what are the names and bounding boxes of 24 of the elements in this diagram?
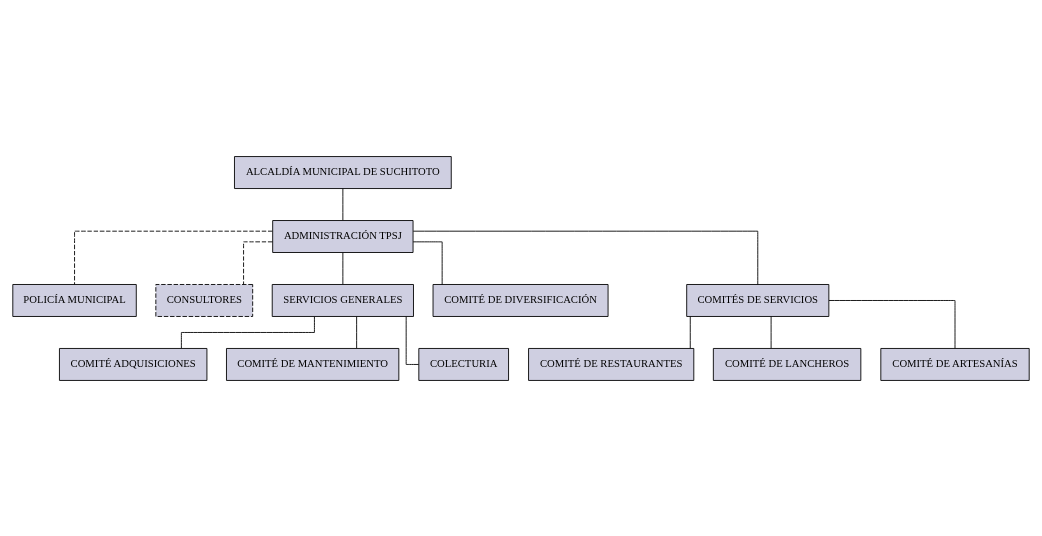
connector [412, 230, 759, 285]
node-box: COMITÉ DE RESTAURANTES [528, 347, 695, 381]
connector [342, 187, 344, 221]
connector [689, 315, 691, 349]
connector [342, 251, 344, 285]
connector [412, 240, 443, 285]
connector [243, 240, 273, 285]
connector [74, 230, 273, 285]
node-box: COMITÉ DE DIVERSIFICACIÓN [432, 283, 609, 317]
node-box: COMITÉ DE LANCHEROS [712, 347, 862, 381]
node-box: POLICÍA MUNICIPAL [12, 283, 137, 317]
node-box: COMITÉ DE MANTENIMIENTO [226, 347, 400, 381]
node-box: COLECTURIA [418, 347, 509, 381]
connector [828, 299, 956, 349]
node-box: COMITÉ ADQUISICIONES [59, 347, 208, 381]
node-box: SERVICIOS GENERALES [271, 283, 414, 317]
node-box: ADMINISTRACIÓN TPSJ [272, 219, 414, 253]
connector [180, 315, 315, 349]
connector [770, 315, 772, 349]
node-box: ALCALDÍA MUNICIPAL DE SUCHITOTO [234, 155, 452, 189]
node-box: COMITÉS DE SERVICIOS [686, 283, 830, 317]
node-box: COMITÉ DE ARTESANÍAS [880, 347, 1030, 381]
node-box: CONSULTORES [155, 283, 254, 317]
connector [356, 315, 358, 349]
